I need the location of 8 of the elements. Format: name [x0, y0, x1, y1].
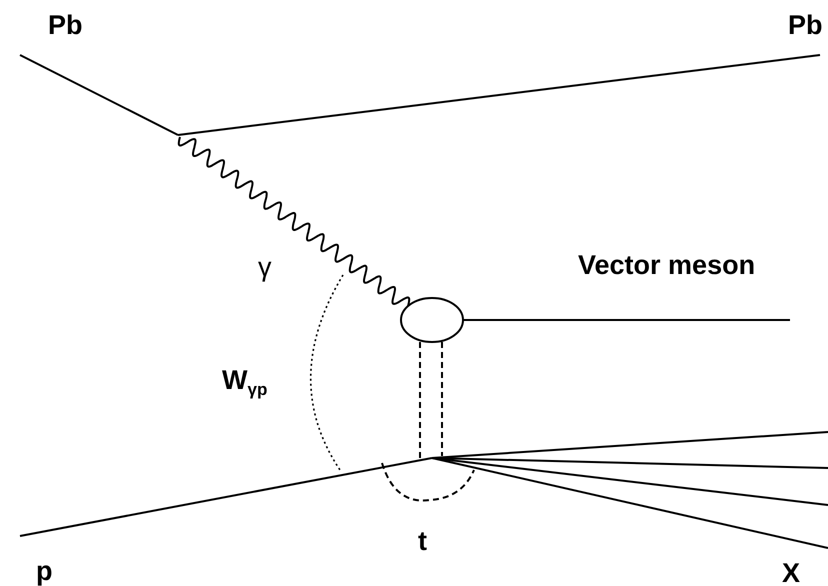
particle-label: p	[36, 558, 52, 585]
particle-label: Pb	[788, 12, 823, 39]
particle-label: Pb	[48, 12, 83, 39]
variable-label: W$_{γp}$	[222, 367, 268, 398]
particle-label: γ	[258, 254, 272, 281]
particle-label: Vector meson	[578, 252, 756, 279]
particle-label: X	[782, 560, 800, 586]
variable-label: t	[418, 528, 427, 555]
